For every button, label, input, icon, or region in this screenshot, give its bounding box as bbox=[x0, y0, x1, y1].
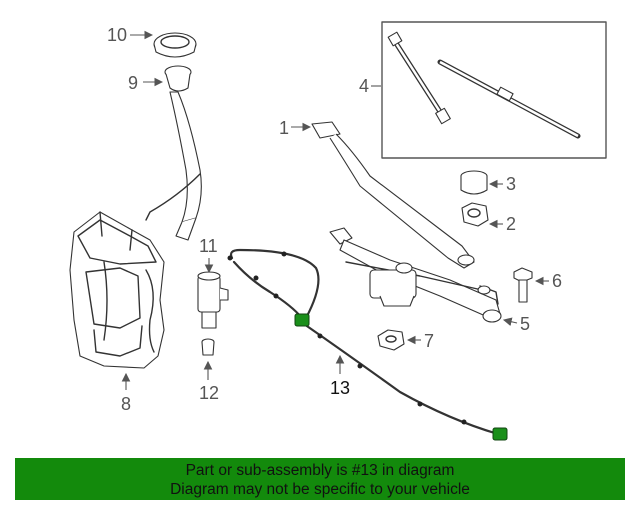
part-11-washer-pump[interactable] bbox=[197, 271, 229, 329]
info-banner: Part or sub-assembly is #13 in diagram D… bbox=[15, 458, 625, 500]
part-13-washer-hose[interactable] bbox=[227, 248, 508, 441]
callout-12: 12 bbox=[199, 383, 219, 403]
part-10-reservoir-cap[interactable] bbox=[153, 32, 197, 58]
banner-line-2: Diagram may not be specific to your vehi… bbox=[170, 481, 470, 498]
part-6-bolt[interactable] bbox=[513, 267, 533, 303]
callout-1: 1 bbox=[279, 118, 289, 138]
leader-5 bbox=[502, 317, 518, 327]
callout-3: 3 bbox=[506, 174, 516, 194]
hose-clips bbox=[227, 251, 467, 425]
callout-5: 5 bbox=[520, 314, 530, 334]
callout-8: 8 bbox=[121, 394, 131, 414]
callout-13: 13 bbox=[330, 378, 350, 398]
callout-2: 2 bbox=[506, 214, 516, 234]
part-4-wiper-blades[interactable] bbox=[381, 21, 607, 159]
part-5-wiper-linkage[interactable] bbox=[329, 227, 502, 323]
part-1-wiper-arm[interactable] bbox=[311, 121, 475, 269]
part-9-filler-neck[interactable] bbox=[145, 65, 202, 241]
callout-11: 11 bbox=[199, 236, 218, 256]
part-2-nut[interactable] bbox=[461, 202, 489, 227]
part-12-grommet[interactable] bbox=[201, 338, 215, 356]
callout-4: 4 bbox=[359, 76, 369, 96]
callout-7: 7 bbox=[424, 331, 434, 351]
parts-diagram: 10 9 8 11 12 bbox=[69, 21, 607, 441]
part-8-washer-reservoir[interactable] bbox=[69, 211, 165, 369]
hose-connector-end bbox=[492, 427, 508, 441]
hose-connector-upper bbox=[294, 313, 310, 327]
callout-9: 9 bbox=[128, 73, 138, 93]
callout-10: 10 bbox=[107, 25, 127, 45]
part-3-arm-cap[interactable] bbox=[460, 170, 488, 195]
banner-line-1: Part or sub-assembly is #13 in diagram bbox=[185, 462, 455, 479]
callout-6: 6 bbox=[552, 271, 562, 291]
part-7-nut[interactable] bbox=[377, 329, 405, 351]
